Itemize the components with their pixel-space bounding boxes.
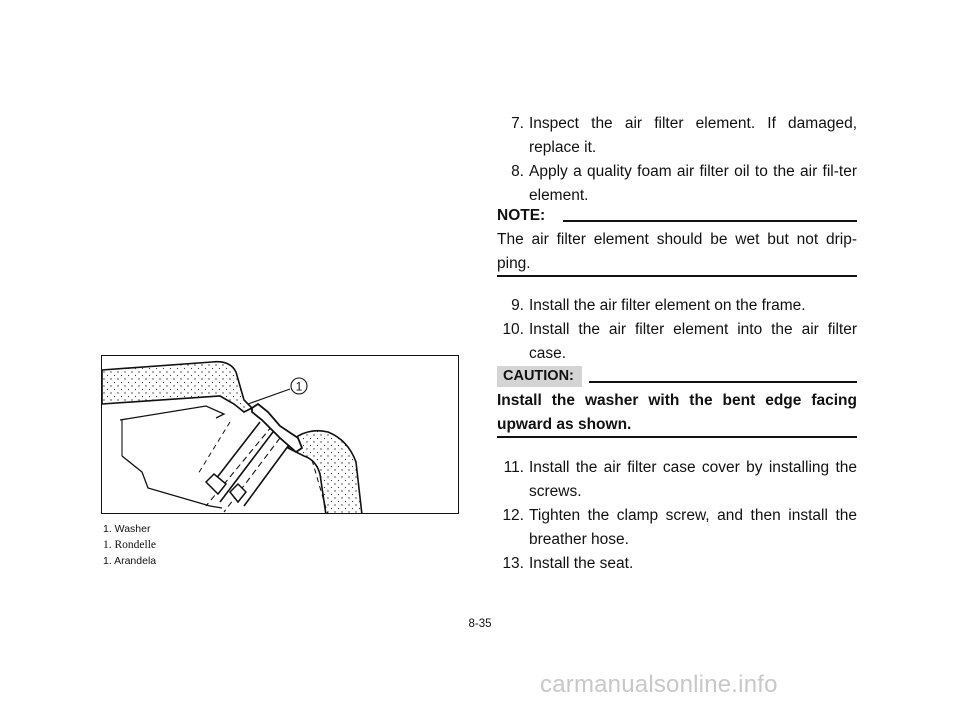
step-text: Apply a quality foam air filter oil to t…: [529, 163, 857, 204]
steps-mid: 9. Install the air filter element on the…: [497, 294, 857, 366]
caption-french: 1. Rondelle: [103, 539, 157, 551]
step-7: 7. Inspect the air filter element. If da…: [497, 112, 857, 160]
note-label: NOTE:: [497, 207, 546, 224]
step-number: 10.: [502, 321, 524, 338]
step-number: 7.: [511, 115, 524, 132]
page-number: 8-35: [468, 618, 492, 630]
caution-rule: [589, 381, 857, 383]
step-12: 12. Tighten the clamp screw, and then in…: [497, 504, 857, 552]
figure-captions: 1. Washer 1. Rondelle 1. Arandela: [103, 521, 156, 569]
steps-top: 7. Inspect the air filter element. If da…: [497, 112, 857, 208]
step-number: 12.: [502, 507, 524, 524]
step-text: Install the air filter element on the fr…: [529, 297, 806, 314]
step-text: Install the air filter case cover by ins…: [529, 459, 857, 500]
step-text: Install the seat.: [529, 555, 634, 572]
step-8: 8. Apply a quality foam air filter oil t…: [497, 160, 857, 208]
step-text: Tighten the clamp screw, and then instal…: [529, 507, 857, 548]
note-heading: NOTE:: [497, 204, 857, 228]
note-bottom-rule: [497, 275, 857, 277]
caption-spanish: 1. Arandela: [103, 555, 157, 567]
steps-bottom: 11. Install the air filter case cover by…: [497, 456, 857, 576]
note-text: The air filter element should be wet but…: [497, 231, 857, 272]
step-text: Install the air filter element into the …: [529, 321, 857, 362]
step-11: 11. Install the air filter case cover by…: [497, 456, 857, 504]
caution-heading: CAUTION:: [497, 366, 857, 388]
step-number: 8.: [511, 163, 524, 180]
step-number: 11.: [503, 459, 524, 476]
air-filter-case-drawing: 1: [102, 360, 363, 513]
step-13: 13. Install the seat.: [497, 552, 857, 576]
callout-number: 1: [296, 380, 303, 394]
caution-bottom-rule: [497, 436, 857, 438]
watermark-link[interactable]: carmanualsonline.info: [540, 671, 778, 698]
step-text: Inspect the air filter element. If damag…: [529, 115, 857, 156]
step-number: 9.: [511, 297, 524, 314]
step-10: 10. Install the air filter element into …: [497, 318, 857, 366]
step-number: 13.: [502, 555, 524, 572]
caption-english: 1. Washer: [103, 523, 151, 535]
caution-label: CAUTION:: [497, 366, 582, 387]
step-9: 9. Install the air filter element on the…: [497, 294, 857, 318]
washer-illustration: 1: [101, 355, 459, 514]
caution-text: Install the washer with the bent edge fa…: [497, 392, 857, 433]
note-rule: [563, 220, 857, 222]
